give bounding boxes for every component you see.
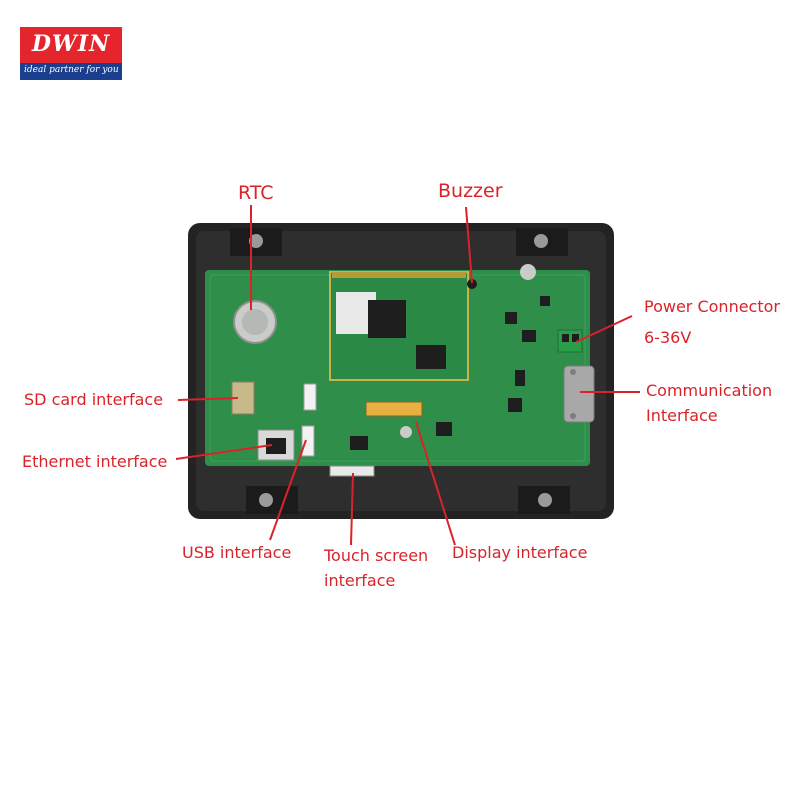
main-chip [368,300,406,338]
label-touch-screen-interface: interface [324,571,396,590]
db9-screw-bottom [570,413,576,419]
callout-ethernet-line [175,444,273,460]
callout-power-line [575,315,633,343]
label-ethernet: Ethernet interface [22,452,168,471]
label-communication-interface: Interface [646,406,718,425]
rtc-battery-center [242,309,268,335]
callout-display-line [415,421,456,546]
power-ic-1 [505,312,517,324]
logo-blue-band [20,63,122,80]
ic-chip-a [508,398,522,412]
label-touch-screen: Touch screen [324,546,429,565]
ethernet-socket [266,438,286,454]
power-terminal-1 [562,334,569,342]
display-fpc-connector [365,401,423,417]
screw-top-left [249,234,263,248]
usb-header [301,425,315,457]
callout-buzzer-line [465,206,473,284]
screw-bottom-left [259,493,273,507]
label-power-connector: Power Connector [644,297,780,316]
logo-tagline: ideal partner for you [24,65,119,75]
ic-chip-c [515,370,525,386]
screw-bottom-right [538,493,552,507]
display-ic [350,436,368,450]
callout-usb-line [269,439,307,541]
callout-sd-line [177,397,239,401]
power-ic-2 [522,330,536,342]
label-power-voltage: 6-36V [644,328,692,347]
capacitor [520,264,536,280]
label-rtc: RTC [238,182,274,204]
display-capacitor [400,426,412,438]
callout-touch-line [350,472,354,546]
ic-chip-b [436,422,452,436]
db9-screw-top [570,369,576,375]
screw-top-right [534,234,548,248]
callout-lines [175,205,640,546]
usb-header-upper [303,383,317,411]
dwin-logo: DWIN ideal partner for you [20,27,122,80]
label-usb: USB interface [182,543,292,562]
power-ic-3 [540,296,550,306]
logo-red-band [20,27,122,63]
module-pin-header [332,272,466,278]
buzzer-component [467,279,477,289]
logo-brand: DWIN [31,31,111,57]
power-terminal-2 [572,334,579,342]
communication-connector [563,365,595,423]
memory-chip [416,345,446,369]
label-buzzer: Buzzer [438,180,503,202]
label-display: Display interface [452,543,588,562]
label-communication: Communication [646,381,773,400]
label-sd-card: SD card interface [24,390,164,409]
